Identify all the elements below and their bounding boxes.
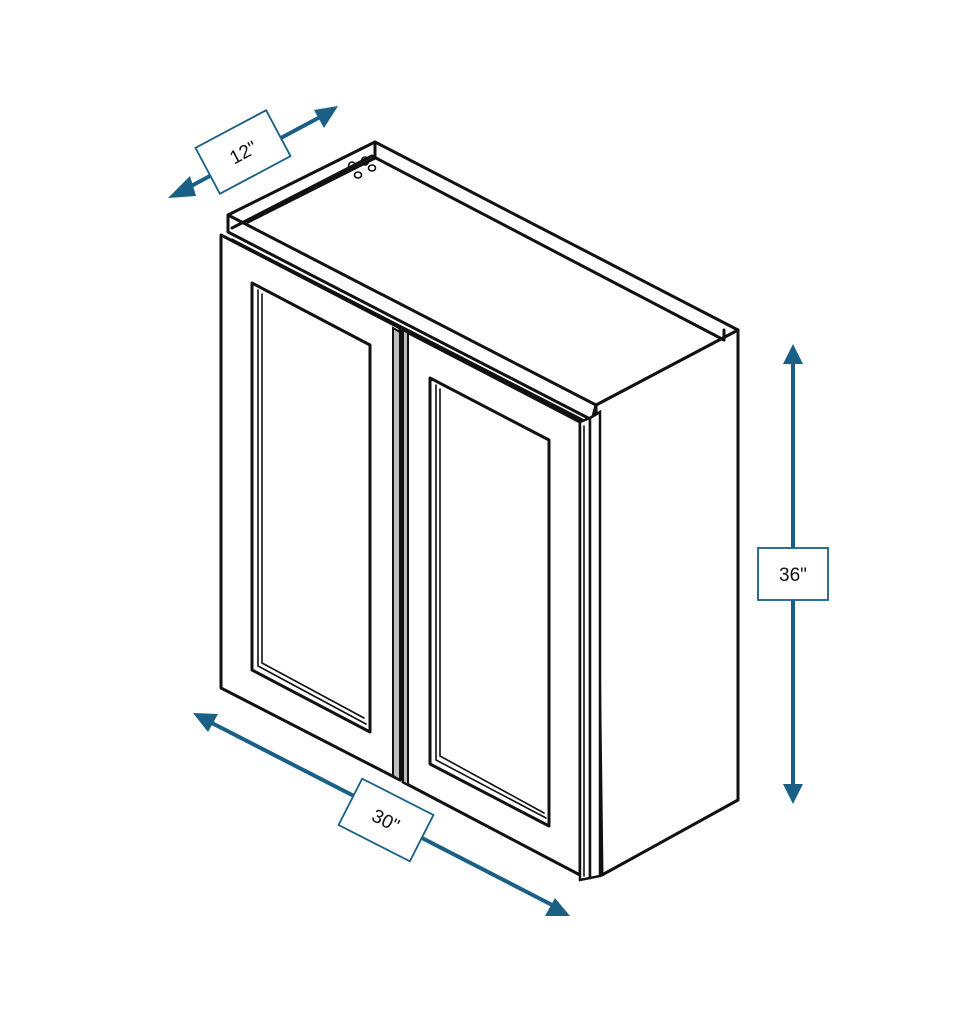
right-door-inset [428, 376, 551, 828]
arrow-right-icon [314, 106, 338, 128]
face-frame-top-edge [226, 213, 598, 422]
left-door-inset [250, 281, 372, 734]
width-dimension-line-left [205, 718, 355, 798]
cabinet [226, 140, 740, 877]
top-back-rail [230, 154, 726, 342]
left-door [219, 233, 402, 782]
cabinet-top-panel [226, 140, 740, 407]
dimension-height: 36" [757, 344, 829, 804]
width-label-box [337, 777, 435, 863]
dimension-depth: 12" [168, 106, 338, 198]
cabinet-side-panel [594, 328, 740, 877]
height-label-box [757, 547, 829, 601]
arrow-right-icon [545, 898, 570, 916]
dimension-width: 30" [193, 713, 570, 916]
mounting-holes [347, 156, 377, 179]
arrow-left-icon [168, 176, 196, 198]
depth-label-box [194, 109, 292, 195]
arrow-up-icon [783, 344, 803, 364]
arrow-left-icon [193, 713, 218, 732]
height-label: 36" [779, 565, 807, 586]
right-door [401, 328, 602, 882]
width-dimension-line-right [421, 836, 557, 909]
arrow-down-icon [783, 784, 803, 804]
